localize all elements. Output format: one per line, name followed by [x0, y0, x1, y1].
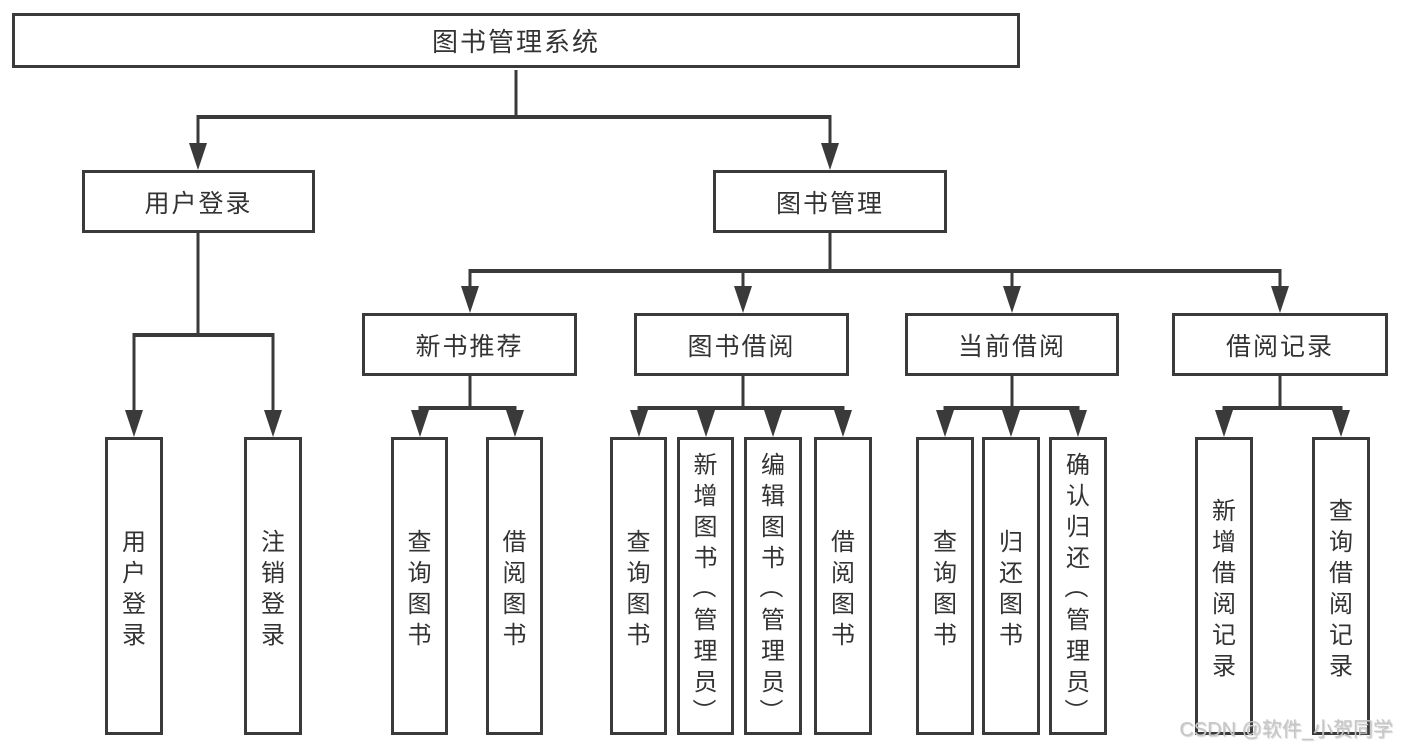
node-user-login: 用户登录	[82, 170, 315, 233]
node-book-borrowing: 图书借阅	[634, 313, 849, 376]
leaf-edit-book-admin: 编辑图书（管理员）	[744, 437, 802, 735]
node-book-management: 图书管理	[713, 170, 947, 233]
node-label: 查询借阅记录	[1329, 498, 1353, 680]
node-label: 注销登录	[261, 529, 285, 649]
node-label: 图书借阅	[687, 332, 796, 361]
leaf-query-books-recommend: 查询图书	[391, 437, 448, 735]
node-label: 确认归还（管理员）	[1061, 451, 1091, 723]
node-label: 用户登录	[144, 189, 253, 218]
node-borrowing-records: 借阅记录	[1172, 313, 1388, 376]
node-label: 编辑图书（管理员）	[756, 451, 786, 723]
leaf-borrow-books-recommend: 借阅图书	[486, 437, 543, 735]
node-label: 当前借阅	[957, 332, 1066, 361]
leaf-user-login: 用户登录	[105, 437, 163, 735]
leaf-query-borrow-record: 查询借阅记录	[1312, 437, 1370, 735]
node-label: 查询图书	[626, 529, 651, 649]
node-label: 新增图书（管理员）	[689, 451, 718, 723]
leaf-borrow-books-borrowing: 借阅图书	[814, 437, 872, 735]
node-label: 查询图书	[933, 529, 957, 649]
node-label: 图书管理	[775, 189, 884, 218]
leaf-confirm-return-admin: 确认归还（管理员）	[1049, 437, 1107, 735]
node-label: 借阅图书	[831, 529, 855, 649]
node-label: 借阅图书	[502, 529, 527, 649]
node-label: 查询图书	[407, 529, 432, 649]
node-current-borrowing: 当前借阅	[905, 313, 1119, 376]
leaf-return-book: 归还图书	[982, 437, 1040, 735]
node-new-book-recommend: 新书推荐	[362, 313, 577, 376]
node-library-management-system: 图书管理系统	[12, 13, 1020, 68]
leaf-add-borrow-record: 新增借阅记录	[1195, 437, 1253, 735]
csdn-watermark: CSDN @软件_小贺同学	[1179, 719, 1393, 741]
node-label: 归还图书	[999, 529, 1023, 649]
node-label: 新增借阅记录	[1212, 498, 1236, 680]
node-label: 借阅记录	[1225, 332, 1334, 361]
node-label: 用户登录	[122, 529, 146, 649]
leaf-add-book-admin: 新增图书（管理员）	[677, 437, 734, 735]
leaf-logout: 注销登录	[244, 437, 302, 735]
node-label: 图书管理系统	[431, 27, 600, 57]
leaf-query-books-borrowing: 查询图书	[610, 437, 667, 735]
leaf-query-books-current: 查询图书	[916, 437, 974, 735]
node-label: 新书推荐	[415, 332, 524, 361]
